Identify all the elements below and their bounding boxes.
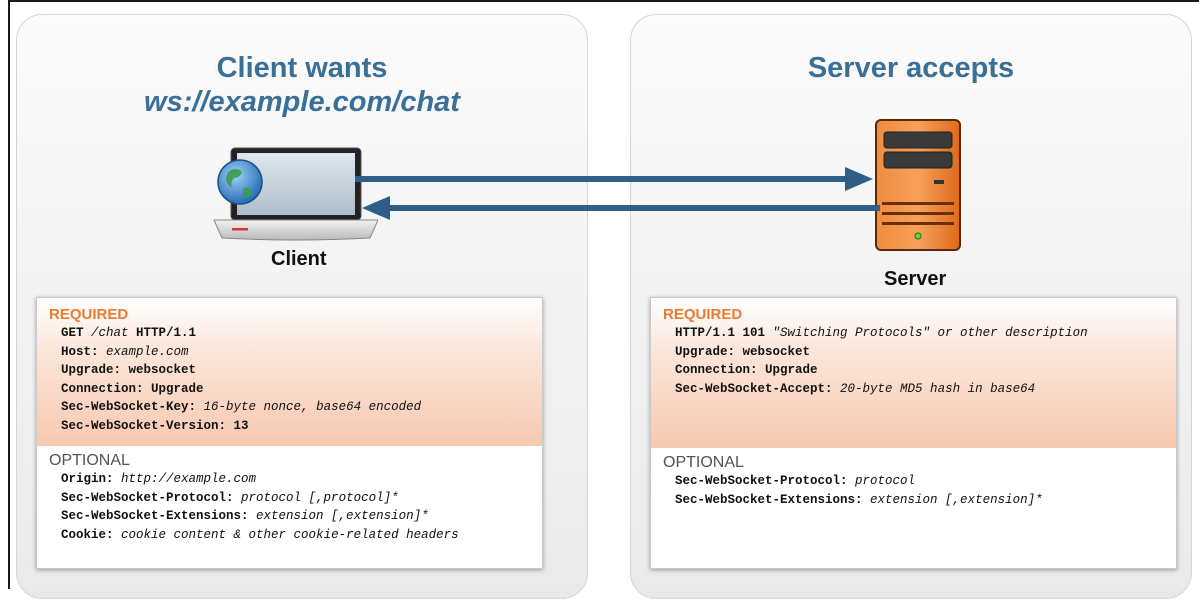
header-value: 13 xyxy=(233,418,249,433)
header-name: Upgrade: xyxy=(61,363,122,377)
laptop-globe-icon xyxy=(213,147,378,241)
header-value: websocket xyxy=(742,344,811,359)
header-value: protocol xyxy=(855,474,916,488)
server-label: Server xyxy=(884,268,947,290)
header-value: Upgrade xyxy=(765,363,818,377)
server-title: Server accepts xyxy=(631,51,1191,85)
client-title-line1: Client wants xyxy=(216,52,388,84)
header-name: Upgrade: xyxy=(675,344,736,359)
server-required-section: REQUIRED HTTP/1.1 101 "Switching Protoco… xyxy=(651,298,1176,448)
server-required-heading: REQUIRED xyxy=(663,306,743,323)
header-name: Sec-WebSocket-Extensions: xyxy=(61,509,249,523)
header-line: Sec-WebSocket-Key: 16-byte nonce, base64… xyxy=(49,398,530,417)
header-value: websocket xyxy=(128,363,197,377)
status-description: "Switching Protocols" or other descripti… xyxy=(772,326,1088,340)
status-version-code: HTTP/1.1 101 xyxy=(675,326,766,340)
header-line: Connection: Upgrade xyxy=(663,361,1164,380)
header-name: Sec-WebSocket-Key: xyxy=(61,400,197,414)
request-path: /chat xyxy=(83,326,137,340)
header-line: Sec-WebSocket-Accept: 20-byte MD5 hash i… xyxy=(663,380,1164,399)
header-name: Origin: xyxy=(61,472,114,486)
header-line: Upgrade: websocket xyxy=(49,361,530,380)
header-line: Upgrade: websocket xyxy=(663,343,1164,362)
server-optional-section: OPTIONAL Sec-WebSocket-Protocol: protoco… xyxy=(651,448,1176,515)
client-title-url: ws://example.com/chat xyxy=(144,86,460,118)
header-value: extension [,extension]* xyxy=(870,492,1043,507)
header-name: Cookie: xyxy=(61,527,114,542)
header-value: 20-byte MD5 hash in base64 xyxy=(840,381,1036,396)
request-line: GET /chat HTTP/1.1 xyxy=(49,324,530,343)
header-line: Origin: http://example.com xyxy=(49,470,530,489)
header-line: Host: example.com xyxy=(49,343,530,362)
client-request-card: REQUIRED GET /chat HTTP/1.1 Host: exampl… xyxy=(36,297,543,569)
header-name: Connection: xyxy=(675,363,758,377)
client-label: Client xyxy=(271,248,327,270)
server-title-line1: Server accepts xyxy=(807,52,1015,84)
header-line: Cookie: cookie content & other cookie-re… xyxy=(49,526,530,545)
status-line: HTTP/1.1 101 "Switching Protocols" or ot… xyxy=(663,324,1164,343)
header-line: Sec-WebSocket-Extensions: extension [,ex… xyxy=(663,491,1164,510)
header-line: Sec-WebSocket-Version: 13 xyxy=(49,417,530,436)
header-line: Sec-WebSocket-Protocol: protocol xyxy=(663,472,1164,491)
header-line: Sec-WebSocket-Protocol: protocol [,proto… xyxy=(49,489,530,508)
header-name: Sec-WebSocket-Extensions: xyxy=(675,492,863,507)
server-optional-heading: OPTIONAL xyxy=(663,454,744,471)
header-value: extension [,extension]* xyxy=(256,509,429,523)
header-value: protocol [,protocol]* xyxy=(241,490,399,505)
header-line: Sec-WebSocket-Extensions: extension [,ex… xyxy=(49,507,530,526)
request-version: HTTP/1.1 xyxy=(136,326,197,340)
client-optional-heading: OPTIONAL xyxy=(49,452,130,469)
server-tower-icon xyxy=(875,119,961,251)
header-name: Sec-WebSocket-Protocol: xyxy=(675,474,848,488)
header-value: example.com xyxy=(106,344,189,359)
header-name: Host: xyxy=(61,344,99,359)
header-line: Connection: Upgrade xyxy=(49,380,530,399)
header-value: Upgrade xyxy=(151,381,204,396)
client-required-heading: REQUIRED xyxy=(49,306,129,323)
diagram-frame xyxy=(8,0,1199,589)
client-required-section: REQUIRED GET /chat HTTP/1.1 Host: exampl… xyxy=(37,298,542,446)
header-name: Sec-WebSocket-Accept: xyxy=(675,381,833,396)
server-response-card: REQUIRED HTTP/1.1 101 "Switching Protoco… xyxy=(650,297,1177,569)
arrow-right-icon xyxy=(355,167,873,191)
request-method: GET xyxy=(61,326,84,340)
header-value: 16-byte nonce, base64 encoded xyxy=(203,400,422,414)
header-value: cookie content & other cookie-related he… xyxy=(121,527,459,542)
client-title: Client wants ws://example.com/chat xyxy=(17,51,587,119)
header-name: Sec-WebSocket-Protocol: xyxy=(61,490,234,505)
header-name: Sec-WebSocket-Version: xyxy=(61,418,227,433)
arrow-left-icon xyxy=(362,196,880,220)
header-name: Connection: xyxy=(61,381,144,396)
header-value: http://example.com xyxy=(121,472,257,486)
